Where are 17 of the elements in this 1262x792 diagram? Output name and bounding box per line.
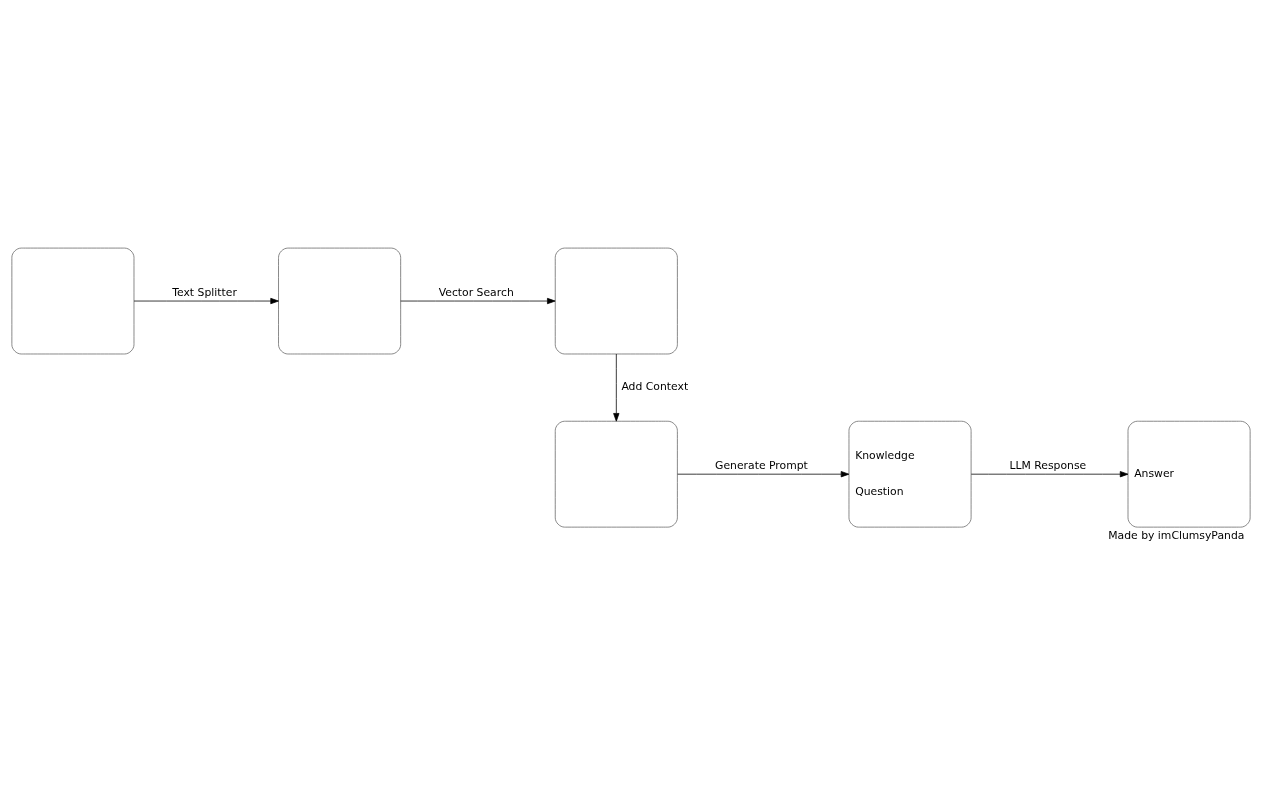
caption: Made by imClumsyPanda xyxy=(1108,528,1245,542)
node-box xyxy=(11,247,135,354)
node-box xyxy=(278,247,402,354)
node-box xyxy=(554,420,678,527)
node-box xyxy=(554,247,678,354)
arrow xyxy=(970,470,1129,477)
node-box: Answer xyxy=(1127,420,1251,527)
edge-label: Text Splitter xyxy=(172,285,237,299)
edge-label: Add Context xyxy=(621,379,689,393)
edge-label: Generate Prompt xyxy=(715,458,808,472)
node-box: Knowledge Question xyxy=(848,420,972,527)
arrow xyxy=(613,353,620,422)
arrow xyxy=(400,297,556,304)
edge-label: Vector Search xyxy=(438,285,514,299)
arrow xyxy=(133,297,279,304)
edge-label: LLM Response xyxy=(1009,458,1087,472)
arrow xyxy=(677,470,850,477)
